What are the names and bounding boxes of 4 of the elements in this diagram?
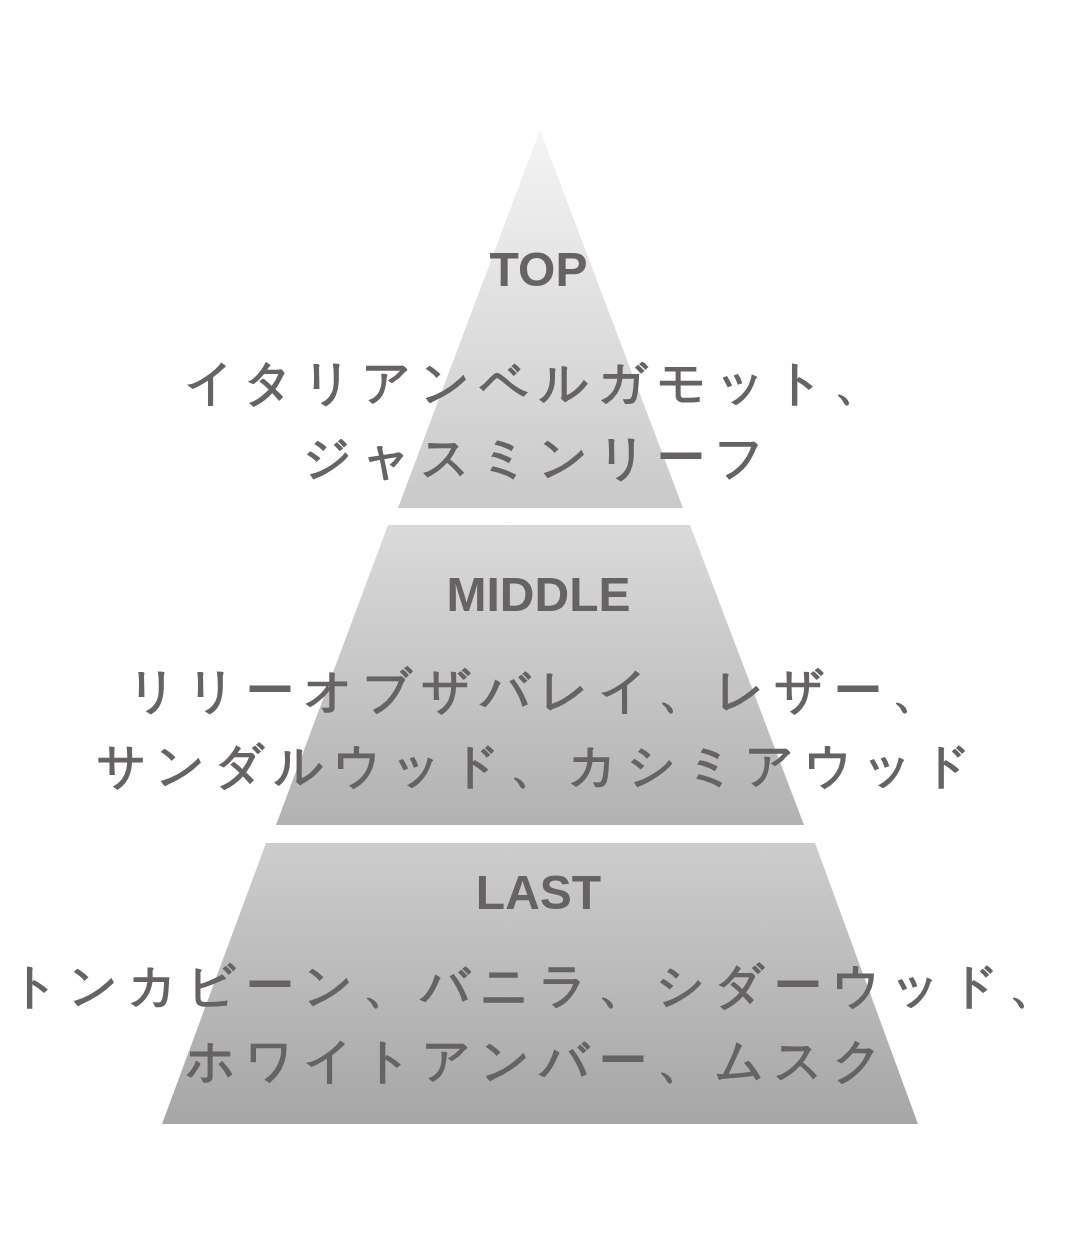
tier-heading: MIDDLE (446, 568, 631, 621)
tier-heading: LAST (475, 866, 602, 919)
note-list: イタリアンベルガモット、ジャスミンリーフ (185, 356, 892, 484)
tier-heading: TOP (489, 243, 588, 296)
